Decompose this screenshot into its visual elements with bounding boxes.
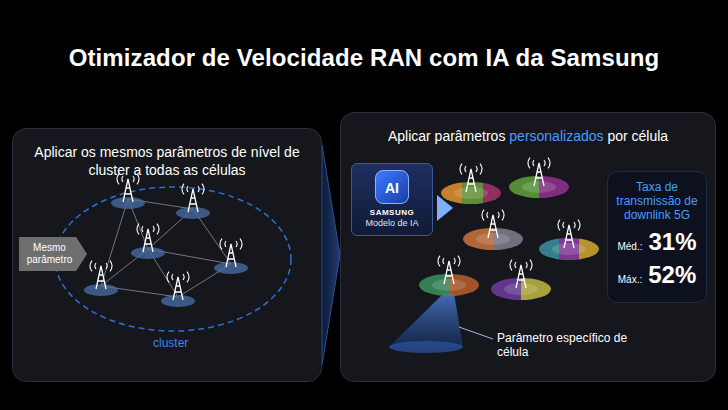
tower-mast: [143, 229, 153, 252]
node-text: 31%: [648, 228, 696, 256]
node-text: Aplicar os mesmos parâmetros de nível de…: [25, 143, 309, 179]
parameter-arrow-box: Mesmo parâmetro: [19, 237, 87, 271]
tower-mast: [516, 265, 526, 288]
cell-area: [491, 278, 551, 300]
cell-disc: [504, 283, 538, 295]
signal-arc: [465, 166, 477, 172]
mesh-lines: [101, 199, 231, 297]
mesh-line: [101, 199, 128, 286]
cell-disc: [131, 247, 165, 259]
cluster-label: cluster: [153, 336, 188, 350]
tower-mast: [564, 225, 574, 248]
signal-arc: [142, 226, 154, 232]
cell-area: [463, 228, 523, 250]
signal-arc: [220, 239, 242, 250]
cell-towers: [419, 158, 599, 300]
towers: [84, 174, 248, 307]
tower-mast: [534, 163, 544, 186]
tower-mast: [96, 266, 106, 289]
cell-disc: [432, 279, 466, 291]
cell-area: [509, 176, 569, 198]
node-text: SAMSUNG: [355, 208, 429, 218]
signal-arc: [172, 274, 184, 280]
beam-footprint: [389, 341, 463, 353]
cell-beam: [389, 293, 463, 347]
node-text: AI: [375, 170, 409, 204]
tower-mast: [466, 169, 476, 192]
signal-arc: [487, 212, 499, 218]
tower-mast: [188, 189, 198, 212]
flow-chevron: [322, 145, 340, 365]
header-line: Aplicar parâmetrospersonalizadospor célu…: [351, 127, 705, 145]
cell-disc: [161, 295, 195, 307]
cell-disc: [522, 181, 556, 193]
cell-disc: [214, 262, 248, 274]
node-text: Méd.:: [617, 233, 642, 261]
signal-arc: [95, 263, 107, 269]
ai-model-box: AI SAMSUNGModelo de IA: [351, 163, 433, 236]
tower-mast: [123, 179, 133, 202]
cell-disc: [176, 207, 210, 219]
value-row: Méd.:31%: [614, 228, 700, 261]
cell-disc: [84, 284, 118, 296]
signal-arc: [460, 164, 482, 175]
cell-disc: [111, 197, 145, 209]
tower-mast: [444, 261, 454, 284]
signal-arc: [438, 256, 460, 267]
tower-mast: [488, 215, 498, 238]
signal-arc: [167, 272, 189, 283]
signal-arc: [443, 258, 455, 264]
callout-label: Parâmetro específico de célula: [497, 331, 637, 359]
cell-area: [441, 182, 501, 204]
title: Otimizador de Velocidade RAN com IA da S…: [0, 44, 728, 72]
cell-disc: [476, 233, 510, 245]
cluster-outline: [55, 187, 291, 331]
signal-arc: [482, 210, 504, 221]
tower-mast: [173, 277, 183, 300]
signal-arc: [558, 220, 580, 231]
signal-arc: [510, 260, 532, 271]
signal-arc: [515, 262, 527, 268]
node-text: personalizados: [509, 128, 603, 144]
node-text: Máx.:: [618, 266, 642, 294]
cell-area: [539, 238, 599, 260]
value-row: Máx.:52%: [614, 261, 700, 294]
cell-disc: [552, 243, 586, 255]
signal-arc: [563, 222, 575, 228]
cell-area: [419, 274, 479, 296]
leader-line: [459, 327, 493, 339]
arrow-fill: [19, 237, 87, 271]
node-text: por célula: [607, 128, 668, 144]
throughput-box: Taxa de transmissão de downlink 5G Méd.:3…: [607, 171, 707, 303]
signal-arc: [182, 184, 204, 195]
signal-arc: [137, 224, 159, 235]
signal-arc: [187, 186, 199, 192]
node-text: Taxa de transmissão de downlink 5G: [614, 180, 700, 222]
signal-arc: [225, 241, 237, 247]
node-text: Aplicar parâmetros: [388, 128, 506, 144]
cell-disc: [454, 187, 488, 199]
node-text: Mesmo parâmetro: [24, 242, 75, 266]
node-text: 52%: [648, 261, 696, 289]
signal-arc: [533, 160, 545, 166]
signal-arc: [528, 158, 550, 169]
tower-mast: [226, 244, 236, 267]
signal-arc: [90, 261, 112, 272]
per-cell-panel: Aplicar parâmetrospersonalizadospor célu…: [340, 112, 716, 382]
node-text: Modelo de IA: [355, 218, 429, 229]
cluster-panel: Aplicar os mesmos parâmetros de nível de…: [12, 128, 322, 382]
